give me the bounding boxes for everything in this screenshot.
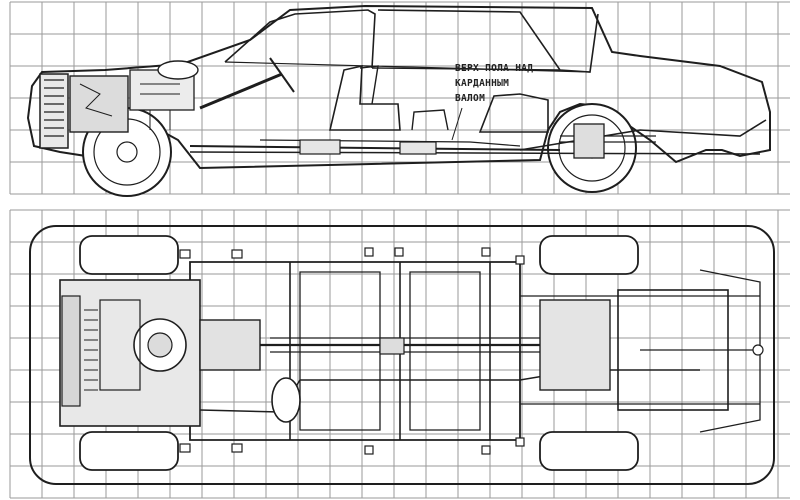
front-seat <box>328 64 401 131</box>
engine-side <box>39 60 199 149</box>
plan-view <box>29 225 775 485</box>
front-right-wheel <box>79 431 179 471</box>
rear-right-wheel <box>539 431 639 471</box>
car-body-plan-outline <box>29 225 775 485</box>
annotation-line-2: КАРДАННЫМ <box>455 78 509 89</box>
mount-brackets <box>179 247 525 455</box>
rear-left-wheel <box>539 235 639 275</box>
side-view: ВЕРХ ПОЛА НАД КАРДАННЫМ ВАЛОМ <box>26 4 771 197</box>
steering-column <box>199 72 283 110</box>
annotation-leader <box>451 107 463 141</box>
rear-axle-plan <box>520 269 764 433</box>
front-left-wheel <box>79 235 179 275</box>
annotation-line-3: ВАЛОМ <box>455 93 485 104</box>
engine-plan <box>59 279 261 427</box>
annotation-line-1: ВЕРХ ПОЛА НАД <box>455 63 533 74</box>
drive-shaft-side <box>189 145 561 151</box>
rear-seat <box>411 93 549 133</box>
